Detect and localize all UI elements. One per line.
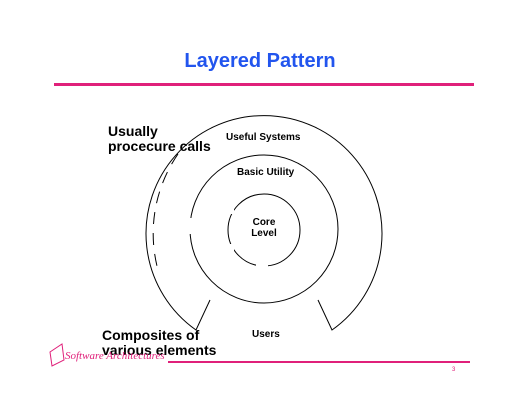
annotation-calls: Usually procecure calls (108, 123, 211, 154)
slide-title: Layered Pattern (184, 50, 336, 72)
page-number: 3 (452, 367, 456, 373)
call-arrow-dashed (152, 153, 179, 271)
outer-ring (145, 115, 383, 331)
annotation-composites: Composites of various elements (102, 327, 217, 358)
outer-ring-label: Useful Systems (226, 132, 301, 143)
core-label: Core Level (251, 217, 277, 239)
users-label: Users (252, 329, 280, 340)
footer-rule (168, 361, 470, 363)
title-rule (54, 83, 474, 86)
footer-brand: Software Architectures (65, 350, 165, 362)
middle-ring-label: Basic Utility (237, 167, 295, 178)
